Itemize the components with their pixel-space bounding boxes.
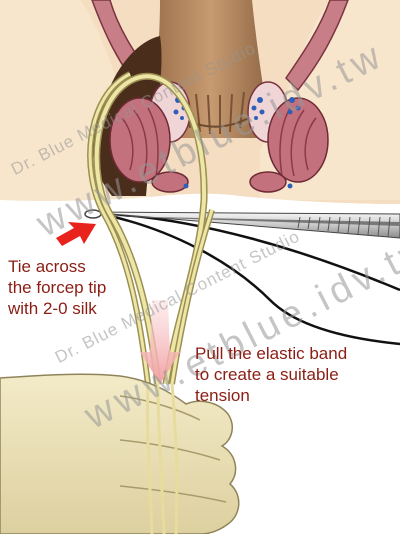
gloved-hand xyxy=(0,373,240,534)
red-pointer-arrow xyxy=(56,222,96,246)
tie-caption: Tie across the forcep tip with 2-0 silk xyxy=(8,256,106,319)
right-levator-muscle xyxy=(285,0,349,92)
forceps-serrations xyxy=(297,216,391,238)
left-subcutaneous-sphincter xyxy=(151,171,189,193)
right-external-sphincter xyxy=(267,97,329,183)
right-subcutaneous-sphincter xyxy=(249,171,287,193)
right-sphincter-fibers xyxy=(279,107,317,177)
pull-caption-line-3: tension xyxy=(195,386,250,405)
pull-arrow xyxy=(140,300,180,384)
left-sphincter-fibers xyxy=(121,107,159,177)
tie-caption-line-2: the forcep tip xyxy=(8,278,107,297)
tie-caption-line-3: with 2-0 silk xyxy=(8,299,97,318)
pull-caption-line-1: Pull the elastic band xyxy=(195,344,348,363)
seton-black-line xyxy=(109,214,400,346)
pull-caption-line-2: to create a suitable xyxy=(195,365,339,384)
elastic-band-lower xyxy=(145,383,179,534)
elastic-band xyxy=(87,71,215,385)
forceps-tip xyxy=(84,209,102,219)
forceps xyxy=(87,211,400,239)
tie-caption-line-1: Tie across xyxy=(8,257,86,276)
forceps-jaw-line xyxy=(100,216,400,226)
pull-caption: Pull the elastic band to create a suitab… xyxy=(195,343,347,406)
left-external-sphincter xyxy=(109,97,171,183)
